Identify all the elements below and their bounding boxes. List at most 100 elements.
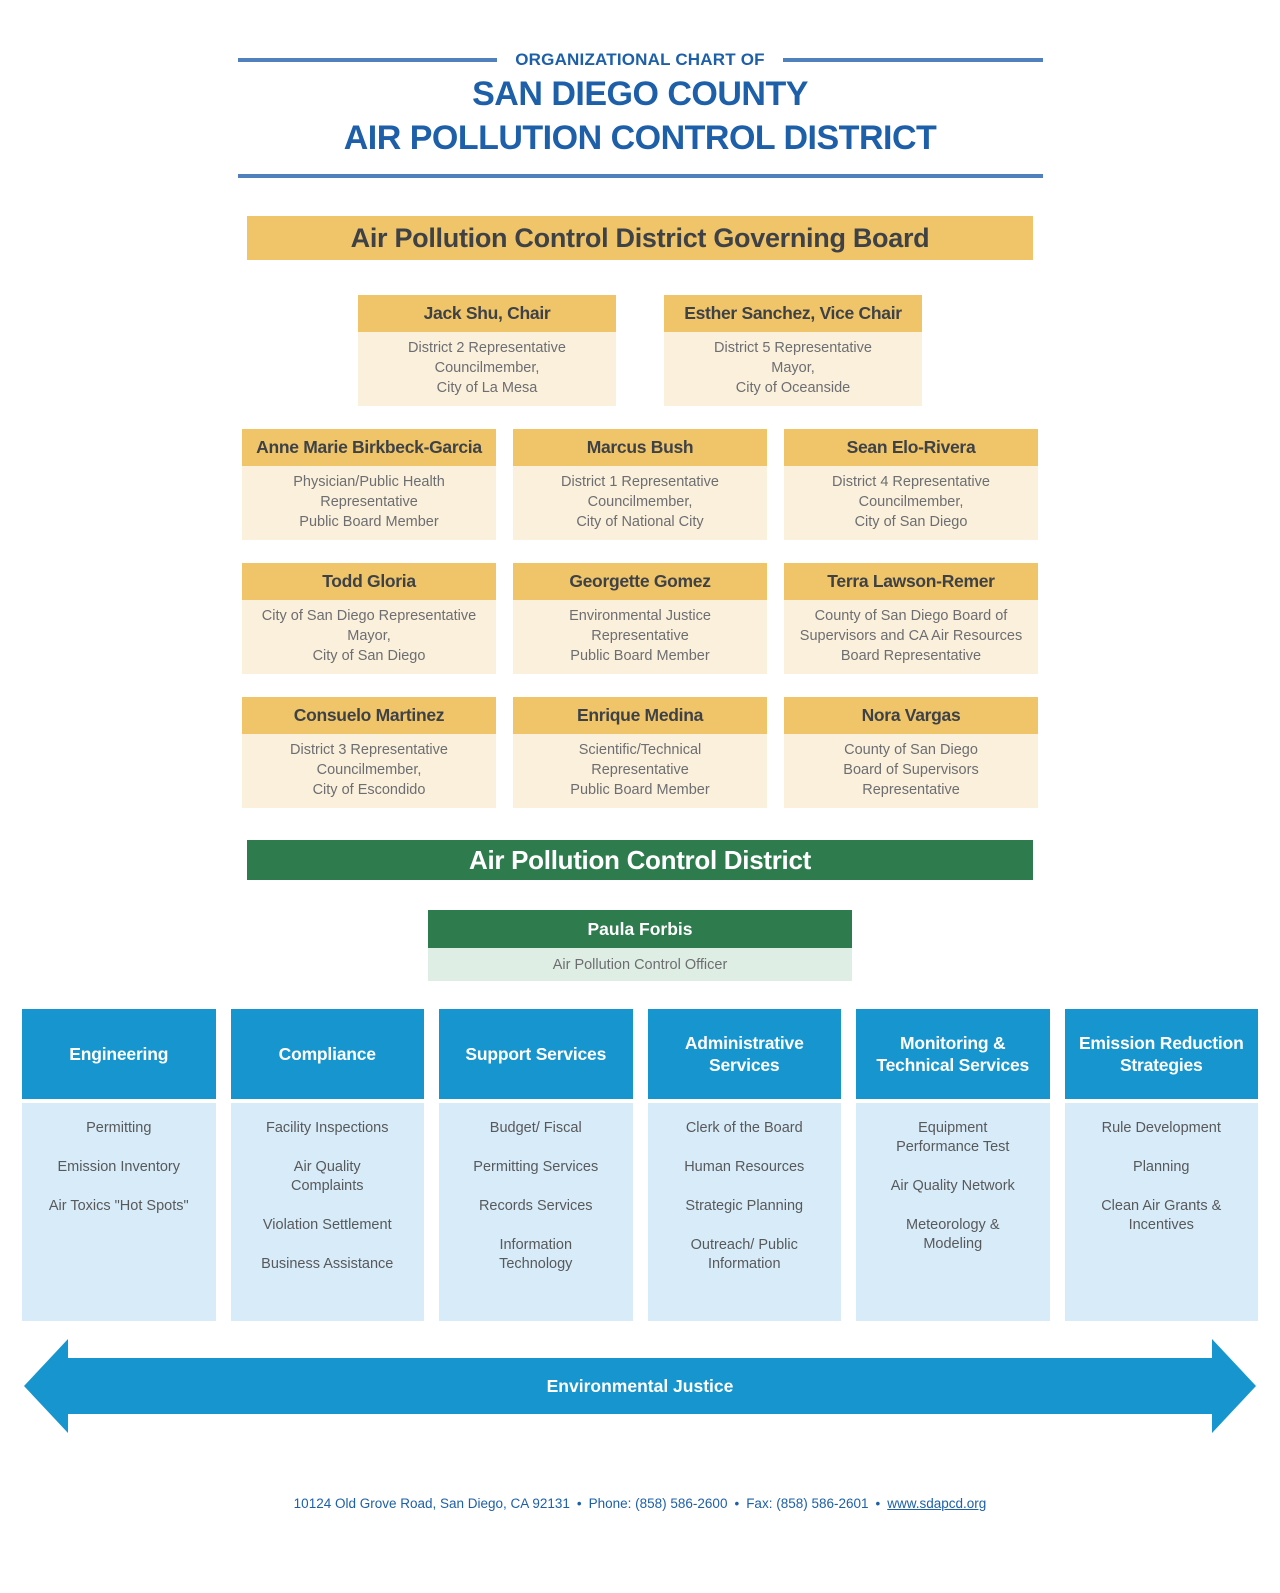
department-item: Air Quality Network — [890, 1178, 1015, 1194]
department-item: Rule Development — [1101, 1120, 1221, 1136]
department-body: Permitting Emission Inventory Air Toxics… — [22, 1103, 216, 1321]
footer-address: 10124 Old Grove Road, San Diego, CA 9213… — [293, 1496, 570, 1511]
board-member-desc: District 5 Representative Mayor, City of… — [664, 332, 922, 406]
board-member-name: Georgette Gomez — [513, 563, 767, 600]
header-rule-right — [782, 58, 1043, 62]
department-item: Violation Settlement — [262, 1217, 392, 1233]
governing-board-banner: Air Pollution Control District Governing… — [247, 216, 1033, 260]
department-item: Records Services — [478, 1198, 593, 1214]
officer-title: Air Pollution Control Officer — [428, 948, 852, 981]
arrow-right-icon — [1212, 1339, 1256, 1433]
board-member-desc: County of San Diego Board of Supervisors… — [784, 600, 1038, 674]
department-body: Budget/ Fiscal Permitting Services Recor… — [439, 1103, 633, 1321]
department-item: Business Assistance — [261, 1256, 394, 1272]
departments-grid: Engineering Permitting Emission Inventor… — [22, 1009, 1258, 1321]
board-member-name: Jack Shu, Chair — [358, 295, 616, 332]
department-title: Monitoring & Technical Services — [856, 1009, 1050, 1099]
board-member-name: Consuelo Martinez — [242, 697, 496, 734]
department-title: Support Services — [439, 1009, 633, 1099]
department-column-emission-reduction-strategies: Emission Reduction Strategies Rule Devel… — [1064, 1009, 1258, 1321]
environmental-justice-arrow: Environmental Justice — [24, 1339, 1256, 1433]
website-link[interactable]: www.sdapcd.org — [887, 1496, 987, 1511]
department-item: Human Resources — [684, 1159, 805, 1175]
department-item: Information Technology — [499, 1237, 573, 1272]
environmental-justice-bar: Environmental Justice — [68, 1358, 1212, 1414]
department-column-compliance: Compliance Facility Inspections Air Qual… — [230, 1009, 424, 1321]
board-member-desc: District 4 Representative Councilmember,… — [784, 466, 1038, 540]
department-body: Facility Inspections Air Quality Complai… — [230, 1103, 424, 1321]
board-member-card: Nora Vargas County of San Diego Board of… — [784, 697, 1038, 808]
department-body: Clerk of the Board Human Resources Strat… — [647, 1103, 841, 1321]
department-item: Facility Inspections — [266, 1120, 389, 1136]
board-member-desc: Environmental Justice Representative Pub… — [513, 600, 767, 674]
board-member-desc: District 2 Representative Councilmember,… — [358, 332, 616, 406]
department-item: Air Toxics "Hot Spots" — [48, 1198, 189, 1214]
department-item: Outreach/ Public Information — [690, 1237, 798, 1272]
board-member-card: Esther Sanchez, Vice Chair District 5 Re… — [664, 295, 922, 406]
department-item: Meteorology & Modeling — [906, 1217, 1000, 1252]
footer-phone: Phone: (858) 586-2600 — [588, 1496, 728, 1511]
footer-separator: • — [576, 1496, 582, 1511]
board-member-desc: District 1 Representative Councilmember,… — [513, 466, 767, 540]
department-item: Clerk of the Board — [685, 1120, 803, 1136]
footer-separator: • — [875, 1496, 881, 1511]
page-title-line2: AIR POLLUTION CONTROL DISTRICT — [343, 119, 937, 157]
header-eyebrow-row: ORGANIZATIONAL CHART OF — [237, 50, 1043, 70]
board-row-1: Jack Shu, Chair District 2 Representativ… — [0, 295, 1280, 406]
district-banner: Air Pollution Control District — [247, 840, 1033, 880]
department-item: Equipment Performance Test — [896, 1120, 1010, 1155]
department-item: Budget/ Fiscal — [489, 1120, 582, 1136]
department-title: Compliance — [230, 1009, 424, 1099]
board-member-card: Anne Marie Birkbeck-Garcia Physician/Pub… — [242, 429, 496, 540]
department-column-monitoring-technical-services: Monitoring & Technical Services Equipmen… — [856, 1009, 1050, 1321]
officer-name: Paula Forbis — [428, 910, 852, 948]
officer-card: Paula Forbis Air Pollution Control Offic… — [428, 910, 852, 981]
board-member-desc: Scientific/Technical Representative Publ… — [513, 734, 767, 808]
department-column-support-services: Support Services Budget/ Fiscal Permitti… — [439, 1009, 633, 1321]
board-member-desc: County of San Diego Board of Supervisors… — [784, 734, 1038, 808]
board-member-card: Terra Lawson-Remer County of San Diego B… — [784, 563, 1038, 674]
board-member-card: Enrique Medina Scientific/Technical Repr… — [513, 697, 767, 808]
department-title: Emission Reduction Strategies — [1064, 1009, 1258, 1099]
page-header: ORGANIZATIONAL CHART OF SAN DIEGO COUNTY… — [237, 0, 1043, 178]
department-column-administrative-services: Administrative Services Clerk of the Boa… — [647, 1009, 841, 1321]
department-body: Equipment Performance Test Air Quality N… — [856, 1103, 1050, 1321]
department-item: Air Quality Complaints — [290, 1159, 364, 1194]
footer: 10124 Old Grove Road, San Diego, CA 9213… — [0, 1496, 1280, 1511]
footer-fax: Fax: (858) 586-2601 — [746, 1496, 869, 1511]
arrow-left-icon — [24, 1339, 68, 1433]
board-member-desc: District 3 Representative Councilmember,… — [242, 734, 496, 808]
board-member-card: Todd Gloria City of San Diego Representa… — [242, 563, 496, 674]
board-row-3: Todd Gloria City of San Diego Representa… — [0, 563, 1280, 674]
department-item: Clean Air Grants & Incentives — [1101, 1198, 1222, 1233]
header-rule-bottom — [237, 174, 1043, 178]
header-eyebrow: ORGANIZATIONAL CHART OF — [515, 50, 765, 69]
department-item: Strategic Planning — [685, 1198, 804, 1214]
department-body: Rule Development Planning Clean Air Gran… — [1064, 1103, 1258, 1321]
page-title-line1: SAN DIEGO COUNTY — [472, 75, 808, 113]
board-member-name: Marcus Bush — [513, 429, 767, 466]
department-item: Permitting Services — [473, 1159, 599, 1175]
environmental-justice-label: Environmental Justice — [546, 1375, 734, 1396]
board-row-4: Consuelo Martinez District 3 Representat… — [0, 697, 1280, 808]
header-rule-left — [237, 58, 498, 62]
footer-separator: • — [734, 1496, 740, 1511]
board-member-card: Sean Elo-Rivera District 4 Representativ… — [784, 429, 1038, 540]
board-member-desc: City of San Diego Representative Mayor, … — [242, 600, 496, 674]
board-member-name: Sean Elo-Rivera — [784, 429, 1038, 466]
board-member-name: Esther Sanchez, Vice Chair — [664, 295, 922, 332]
board-member-name: Enrique Medina — [513, 697, 767, 734]
board-member-desc: Physician/Public Health Representative P… — [242, 466, 496, 540]
board-row-2: Anne Marie Birkbeck-Garcia Physician/Pub… — [0, 429, 1280, 540]
board-member-name: Anne Marie Birkbeck-Garcia — [242, 429, 496, 466]
board-member-card: Consuelo Martinez District 3 Representat… — [242, 697, 496, 808]
department-item: Planning — [1133, 1159, 1190, 1175]
board-member-card: Georgette Gomez Environmental Justice Re… — [513, 563, 767, 674]
department-column-engineering: Engineering Permitting Emission Inventor… — [22, 1009, 216, 1321]
board-member-name: Terra Lawson-Remer — [784, 563, 1038, 600]
department-item: Emission Inventory — [57, 1159, 181, 1175]
department-item: Permitting — [86, 1120, 152, 1136]
board-member-card: Marcus Bush District 1 Representative Co… — [513, 429, 767, 540]
board-member-name: Todd Gloria — [242, 563, 496, 600]
department-title: Administrative Services — [647, 1009, 841, 1099]
